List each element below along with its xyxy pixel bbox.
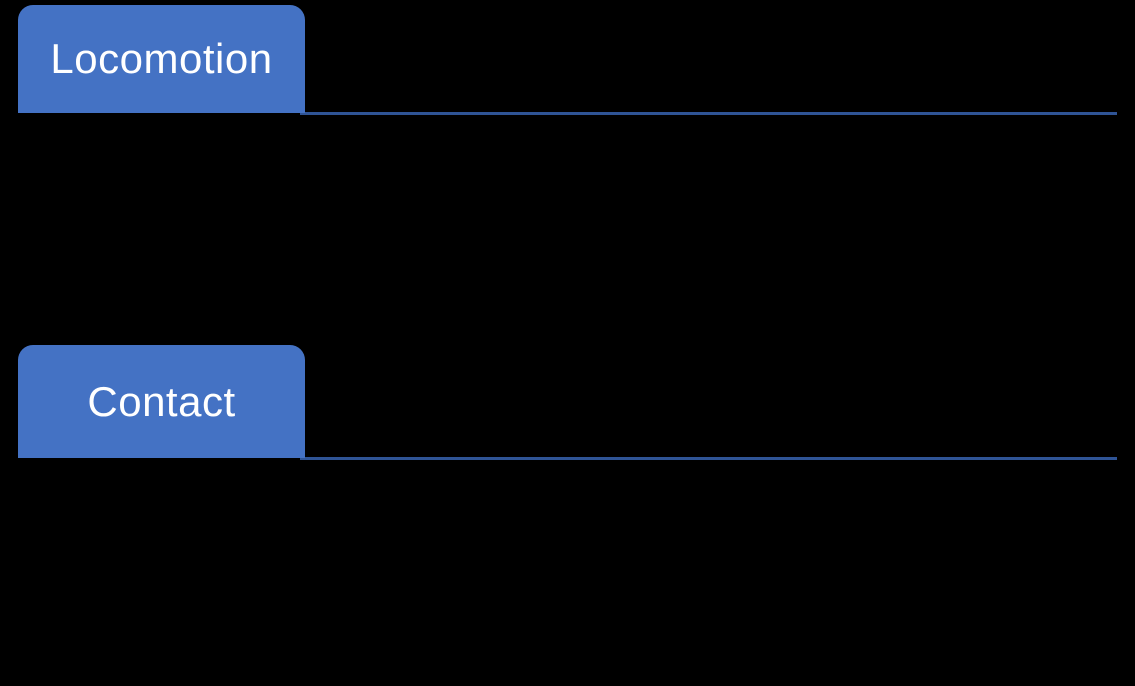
tab-locomotion-label: Locomotion	[50, 35, 273, 82]
tab-locomotion[interactable]: Locomotion	[18, 5, 305, 113]
tab-contact[interactable]: Contact	[18, 345, 305, 458]
tab-contact-label: Contact	[87, 377, 236, 425]
contact-divider-line	[300, 457, 1117, 460]
locomotion-divider-line	[300, 112, 1117, 115]
